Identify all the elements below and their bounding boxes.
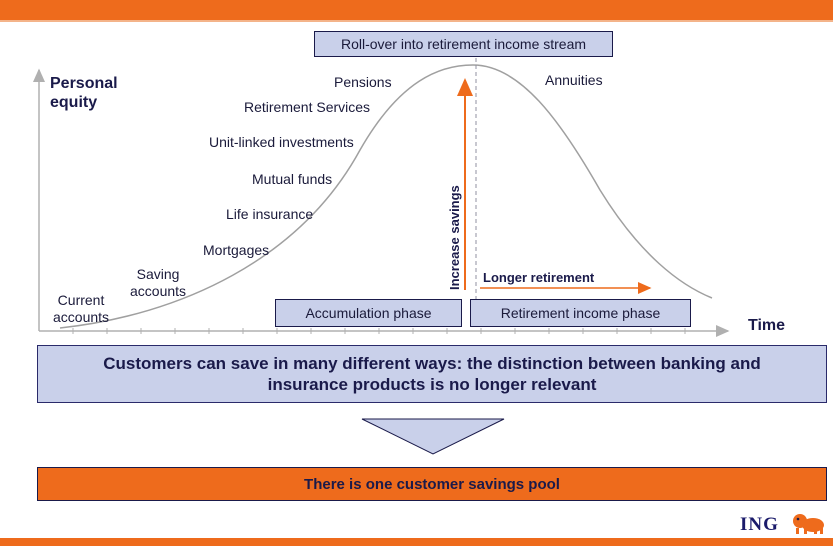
accumulation-phase-box: Accumulation phase — [275, 299, 462, 327]
down-pointer — [361, 418, 505, 455]
product-saving-accounts: Saving accounts — [130, 266, 187, 299]
retirement-phase-box: Retirement income phase — [470, 299, 691, 327]
y-axis-label: Personal equity — [50, 75, 118, 111]
top-accent-line — [0, 20, 833, 22]
product-current-accounts: Current accounts — [53, 292, 110, 325]
conclusion-box: There is one customer savings pool — [37, 467, 827, 501]
product-mortgages: Mortgages — [203, 242, 270, 258]
product-mutual-funds: Mutual funds — [252, 171, 333, 187]
longer-retirement-label: Longer retirement — [483, 270, 595, 285]
bottom-accent-bar — [0, 538, 833, 546]
product-pensions: Pensions — [334, 74, 392, 90]
increase-savings-label: Increase savings — [447, 185, 462, 290]
lion-icon — [793, 514, 824, 534]
product-unit-linked: Unit-linked investments — [209, 134, 354, 150]
product-life-insurance: Life insurance — [226, 206, 314, 222]
rollover-box: Roll-over into retirement income stream — [314, 31, 613, 57]
top-accent-bar — [0, 0, 833, 20]
product-annuities: Annuities — [545, 72, 603, 88]
product-retirement-services: Retirement Services — [244, 99, 371, 115]
x-axis-label: Time — [748, 317, 786, 334]
key-message-box: Customers can save in many different way… — [37, 345, 827, 403]
ing-logo-text: ING — [740, 514, 779, 535]
equity-curve — [59, 64, 713, 329]
x-axis-ticks — [72, 328, 686, 334]
